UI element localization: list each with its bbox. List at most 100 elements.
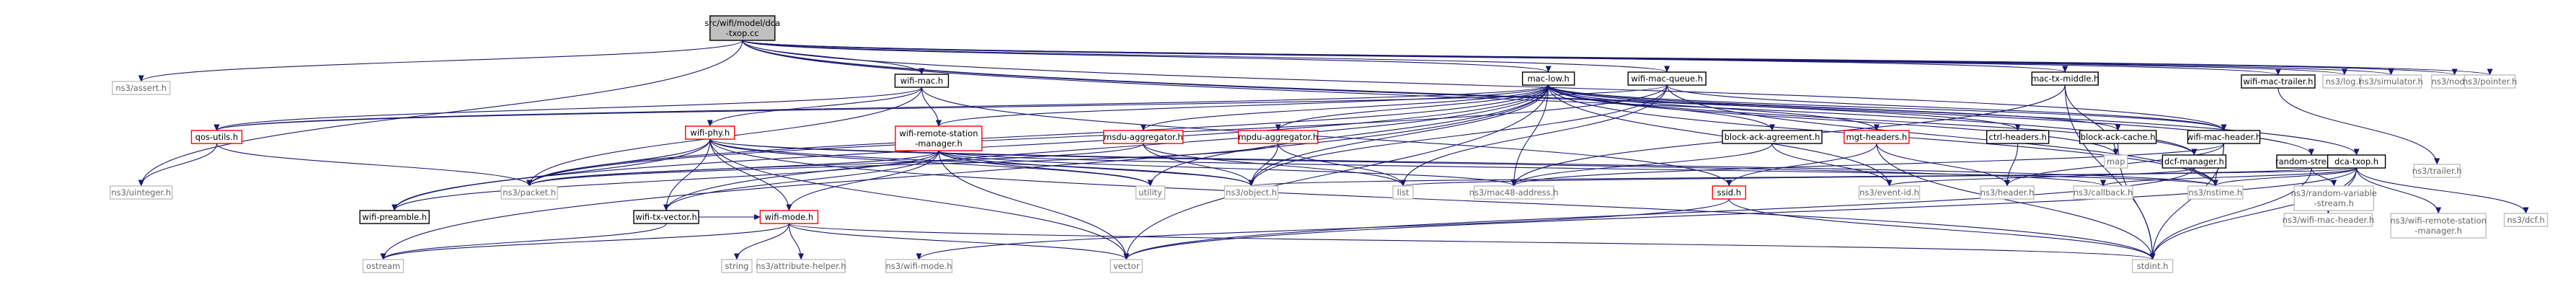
node-box — [1722, 130, 1823, 144]
edge-root-to-wifimacqueue — [742, 40, 1670, 73]
node-box — [895, 125, 983, 151]
node-box — [500, 185, 558, 200]
node-box — [2031, 71, 2099, 86]
edge-dcatxop-to-dcf — [2356, 167, 2529, 214]
node-label: block-ack-cache.h — [2081, 132, 2156, 142]
edge-msduaggregator-to-list — [1143, 143, 1406, 187]
node-box — [721, 259, 753, 273]
edge-maclow-to-wifiremotestationmanager — [936, 84, 1549, 127]
node-eventid: ns3/event-id.h — [1858, 185, 1921, 200]
node-mgtheaders[interactable]: mgt-headers.h — [1844, 130, 1910, 144]
node-label: -stream.h — [2314, 198, 2354, 208]
edge-maclow-to-object — [1248, 84, 1549, 187]
node-mactxmiddle[interactable]: mac-tx-middle.h — [2031, 71, 2099, 86]
node-box — [1474, 185, 1554, 200]
node-msduaggregator[interactable]: msdu-aggregator.h — [1103, 130, 1184, 144]
node-root[interactable]: src/wifi/model/dca-txop.cc — [704, 15, 780, 41]
node-label: wifi-preamble.h — [362, 212, 427, 222]
node-label: mac-tx-middle.h — [2031, 74, 2099, 84]
node-wifimacheader[interactable]: wifi-mac-header.h — [2187, 130, 2261, 144]
node-label: wifi-mac-trailer.h — [2243, 76, 2313, 87]
node-box — [2187, 130, 2261, 144]
node-blockackagreement[interactable]: block-ack-agreement.h — [1722, 130, 1823, 144]
node-header: ns3/header.h — [1980, 185, 2035, 200]
node-ssid[interactable]: ssid.h — [1712, 185, 1747, 200]
edge-wifimacqueue-to-qosutils — [214, 84, 1668, 131]
node-box — [756, 259, 846, 273]
node-wifitxvector[interactable]: wifi-tx-vector.h — [633, 210, 699, 224]
edge-wifimode-to-attributehelper — [788, 223, 805, 260]
node-box — [1627, 71, 1707, 86]
edge-wifimode-to-vector — [788, 223, 1130, 260]
edge-wifimode-to-string — [734, 223, 789, 260]
node-label: list — [1397, 187, 1409, 198]
node-label: wifi-mac-queue.h — [1631, 74, 1703, 84]
node-label: ns3/simulator.h — [2359, 76, 2423, 87]
node-qosutils[interactable]: qos-utils.h — [190, 130, 243, 144]
node-wifimactrailer[interactable]: wifi-mac-trailer.h — [2241, 74, 2316, 89]
node-label: ns3/mac48-address.h — [1469, 187, 1559, 198]
edge-wifiremotestationmanager-to-nstime — [938, 150, 2218, 187]
edge-wifiphy-to-stdint — [709, 138, 2156, 260]
edge-wifiphy-to-wifimode — [709, 138, 792, 211]
edge-mactxmiddle-to-map — [2064, 84, 2119, 156]
node-maclow[interactable]: mac-low.h — [1522, 71, 1575, 86]
node-wifimacqueue[interactable]: wifi-mac-queue.h — [1627, 71, 1707, 86]
node-box — [2503, 213, 2549, 227]
node-dcf: ns3/dcf.h — [2503, 213, 2549, 227]
node-label: string — [725, 261, 748, 271]
node-box — [359, 210, 430, 224]
edge-randomstream-to-stdint — [2149, 167, 2312, 260]
node-wifipreamble[interactable]: wifi-preamble.h — [359, 210, 430, 224]
node-label: ns3/wifi-mac-header.h — [2283, 215, 2375, 225]
edge-wifimac-to-wifiphy — [707, 87, 922, 127]
node-label: ostream — [366, 261, 400, 271]
node-mpduaggregator[interactable]: mpdu-aggregator.h — [1238, 130, 1319, 144]
node-box — [1986, 130, 2050, 144]
edge-wifiremotestationmanager-to-object — [938, 150, 1254, 187]
node-box — [112, 81, 171, 95]
edge-maclow-to-map — [1548, 84, 2119, 156]
node-blockackcache[interactable]: block-ack-cache.h — [2079, 130, 2157, 144]
node-label: msdu-aggregator.h — [1104, 132, 1183, 142]
node-wifimac[interactable]: wifi-mac.h — [894, 74, 950, 88]
node-box — [685, 125, 735, 140]
node-label: ns3/callback.h — [2073, 187, 2133, 198]
node-wifiphy[interactable]: wifi-phy.h — [685, 125, 735, 140]
node-label: ns3/dcf.h — [2507, 215, 2544, 225]
node-label: ns3/wifi-mode.h — [886, 261, 952, 271]
edge-wifimac-to-qosutils — [213, 87, 922, 131]
node-box — [2293, 185, 2374, 211]
edge-mgtheaders-to-ssid — [1726, 143, 1877, 187]
node-label: wifi-phy.h — [690, 128, 730, 138]
edge-ctrlheaders-to-header — [2004, 143, 2019, 187]
edge-root-to-pointer — [742, 40, 2492, 76]
edge-wifimacqueue-to-object — [1248, 84, 1668, 187]
edge-maclow-to-mpduaggregator — [1275, 84, 1549, 131]
edge-wifimacqueue-to-list — [1400, 84, 1668, 187]
node-mac48address: ns3/mac48-address.h — [1469, 185, 1559, 200]
node-pointer: ns3/pointer.h — [2463, 74, 2517, 89]
node-box — [2104, 154, 2128, 169]
node-wifiremotestationmanager[interactable]: wifi-remote-station-manager.h — [895, 125, 983, 151]
node-label: ns3/log.h — [2325, 76, 2363, 87]
node-box — [1844, 130, 1910, 144]
edge-maclow-to-qosutils — [214, 84, 1549, 131]
node-stdint: stdint.h — [2131, 259, 2174, 273]
node-ostream: ostream — [362, 259, 404, 273]
node-ctrlheaders[interactable]: ctrl-headers.h — [1986, 130, 2050, 144]
node-dcatxop[interactable]: dca-txop.h — [2327, 154, 2386, 169]
edge-wifiphy-to-utility — [709, 138, 1154, 187]
edge-dcfmanager-to-eventid — [1886, 167, 2195, 187]
edge-maclow-to-msduaggregator — [1140, 84, 1549, 131]
edge-ssid-to-ns3wifimode — [916, 198, 1730, 260]
node-wifimode[interactable]: wifi-mode.h — [759, 210, 819, 224]
node-label: wifi-mode.h — [765, 212, 814, 222]
node-log: ns3/log.h — [2322, 74, 2367, 89]
edge-mpduaggregator-to-list — [1278, 143, 1407, 187]
node-dcfmanager[interactable]: dcf-manager.h — [2161, 154, 2227, 169]
node-box — [110, 185, 173, 200]
node-box — [2241, 74, 2316, 89]
node-box — [894, 74, 950, 88]
